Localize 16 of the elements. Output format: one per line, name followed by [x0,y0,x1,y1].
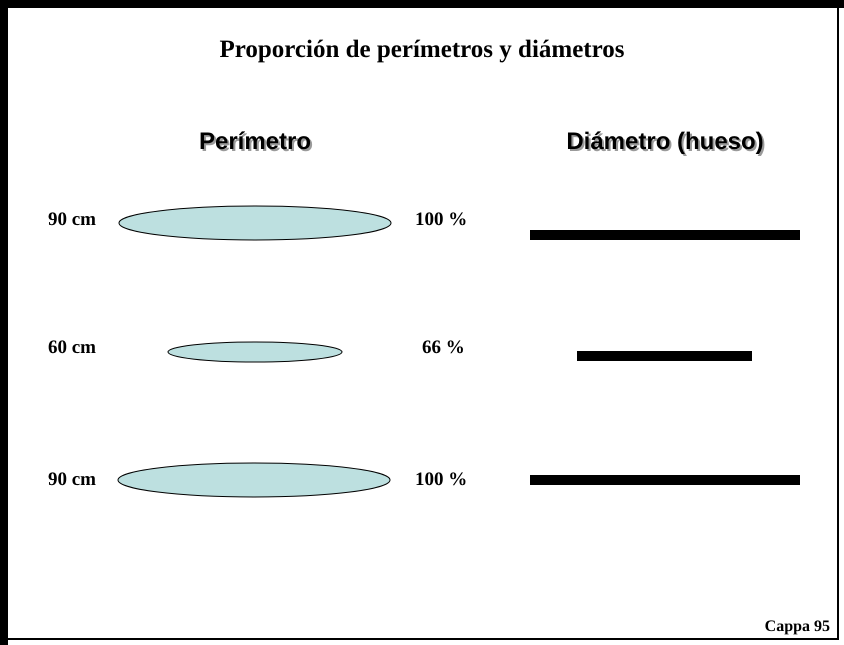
source-note: Cappa 95 [764,617,830,637]
diameter-bar [530,230,800,240]
percentage-label: 100 % [415,208,468,232]
measurement-label: 90 cm [48,208,96,232]
column-heading: Diámetro (hueso) [566,128,764,156]
title: Proporción de perímetros y diámetros [218,36,626,64]
perimeter-ellipse [118,462,390,498]
measurement-label: 90 cm [48,468,96,492]
perimeter-ellipse [168,342,342,362]
percentage-label: 66 % [422,336,465,360]
perimeter-ellipse [118,206,392,240]
diameter-bar [530,475,800,485]
percentage-label: 100 % [415,468,468,492]
measurement-label: 60 cm [48,336,96,360]
diameter-bar [577,351,752,361]
column-heading: Perímetro [198,128,312,156]
